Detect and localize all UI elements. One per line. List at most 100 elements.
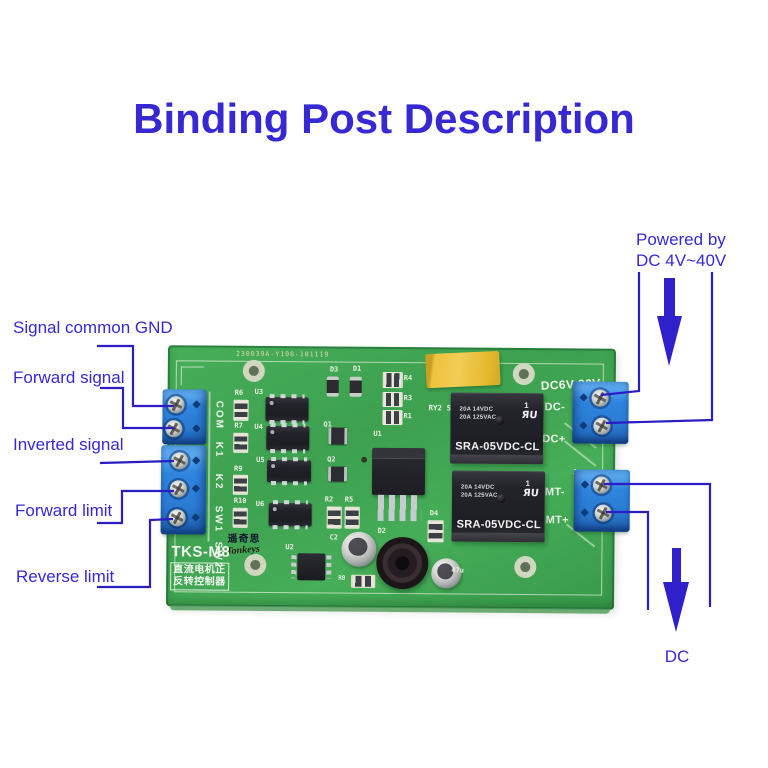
terminal-label-k1: K1 [213,441,225,459]
label-power-line2: DC 4V~40V [636,251,727,270]
terminal-screw-mt-plus [594,504,612,522]
ref-label-u2: U2 [285,543,294,552]
ref-label-d2: D2 [377,526,387,535]
ref-label-q2: Q2 [327,455,336,464]
arrow-head [663,582,689,632]
resistor-r4 [382,371,403,389]
ref-label-d3: D3 [329,365,339,374]
resistor-r1 [382,409,403,426]
ref-label-r8: R8 [338,574,346,582]
mounting-hole [512,362,535,386]
ref-label-u3: U3 [254,387,264,396]
resistor-r9 [232,474,249,495]
resistor-r5 [344,506,360,529]
board-description-line1: 直流电机正 [173,564,226,576]
clamp-mark [191,484,201,493]
terminal-label-com: COM [213,400,225,431]
pin1-dot [269,401,274,406]
via-hole [361,456,368,463]
page-title: Binding Post Description [133,95,635,142]
clamp-mark [191,456,201,465]
regulator-u1-legs [377,494,422,522]
terminal-screw-sw2 [168,509,186,527]
dc-down-arrow-icon [663,548,689,632]
relay-rating-line1: 20A 14VDC [459,406,494,413]
terminal-label-mt-plus: MT+ [545,514,569,527]
relay-dimple [496,493,506,503]
ref-label-r10: R10 [233,496,247,505]
ul-logo-icon: ЯU [521,410,539,422]
yellow-capacitor [425,350,501,389]
pcb-board: 230039A-Y108-181119 COM K1 K2 SW1 SW2 R6 [160,345,631,610]
relay-pin1-label: 1 [524,401,529,411]
terminal-label-dc-minus: DC- [544,401,566,414]
ref-label-r5: R5 [344,495,354,504]
silkscreen-bracket [180,366,204,386]
resistor-r3 [382,391,403,408]
relay-pin1-label: 1 [525,479,530,489]
label-reverse-limit: Reverse limit [16,567,115,586]
inductor-ring [376,536,429,590]
label-power-supply: Powered by DC 4V~40V [636,229,726,271]
terminal-screw-sw1 [169,480,187,498]
mounting-hole [514,555,537,579]
terminal-screw-mt-minus [592,476,611,494]
optocoupler-u6 [268,503,312,527]
ul-logo-icon: ЯU [522,488,540,500]
relay-rating-line2: 20A 125VAC [459,414,497,421]
clamp-mark [579,421,588,430]
mounting-hole [242,359,265,383]
clamp-mark [580,480,590,489]
resistor-r6 [233,399,249,421]
relay-rating-line2: 20A 125VAC [460,492,498,499]
ref-label-u4: U4 [254,422,263,431]
relay-rating-line1: 20A 14VDC [460,484,495,491]
mounting-hole [244,553,267,577]
ref-label-r1: R1 [403,412,412,421]
label-forward-signal: Forward signal [13,368,125,387]
diode-d1 [349,376,362,397]
clamp-mark [192,400,201,409]
terminal-label-sw1: SW1 [212,505,224,534]
resistor-r7 [233,432,249,453]
clamp-mark [191,513,200,522]
terminal-block-signal [162,389,207,445]
ic-u2 [297,553,326,581]
label-inverted-signal: Inverted signal [13,435,124,454]
label-signal-common-gnd: Signal common GND [13,318,173,337]
pin1-dot [271,464,276,469]
label-forward-limit: Forward limit [15,501,113,520]
arrow-head [657,316,682,366]
clamp-mark [580,508,589,517]
diode-d4 [427,520,444,543]
resistor-r8 [351,574,376,588]
resistor-r2 [326,506,342,529]
ref-label-u6: U6 [255,499,265,509]
ref-label-d1: D1 [352,364,362,373]
terminal-screw-k1 [165,420,183,438]
ref-label-r6: R6 [234,388,244,397]
terminal-block-dc-power [572,381,629,444]
transistor-q1 [328,427,348,445]
terminal-screw-k2 [171,452,189,470]
relay-model-text: SRA-05VDC-CL [455,440,540,454]
power-down-arrow-icon [657,278,682,366]
pin1-dot [272,507,277,512]
diode-d3 [326,376,339,397]
ref-label-u5: U5 [256,455,265,465]
terminal-block-motor [573,469,631,532]
label-dc-output: DC [664,647,690,666]
terminal-label-k2: K2 [212,473,225,491]
terminal-screw-dc-plus [593,417,611,435]
optocoupler-u3 [265,397,309,422]
terminal-block-switch [160,445,207,535]
relay-dimple [495,415,505,425]
resistor-r10 [232,507,248,528]
relay-model-text: SRA-05VDC-CL [456,518,541,532]
board-description-box: 直流电机正 反转控制器 [170,562,229,591]
arrow-shaft [672,548,681,584]
terminal-screw-dc-minus [591,389,609,407]
relay-2: 20A 14VDC 20A 125VAC 1 ЯU SRA-05VDC-CL [451,470,546,543]
capacitor-value-label: 47u [451,566,464,575]
